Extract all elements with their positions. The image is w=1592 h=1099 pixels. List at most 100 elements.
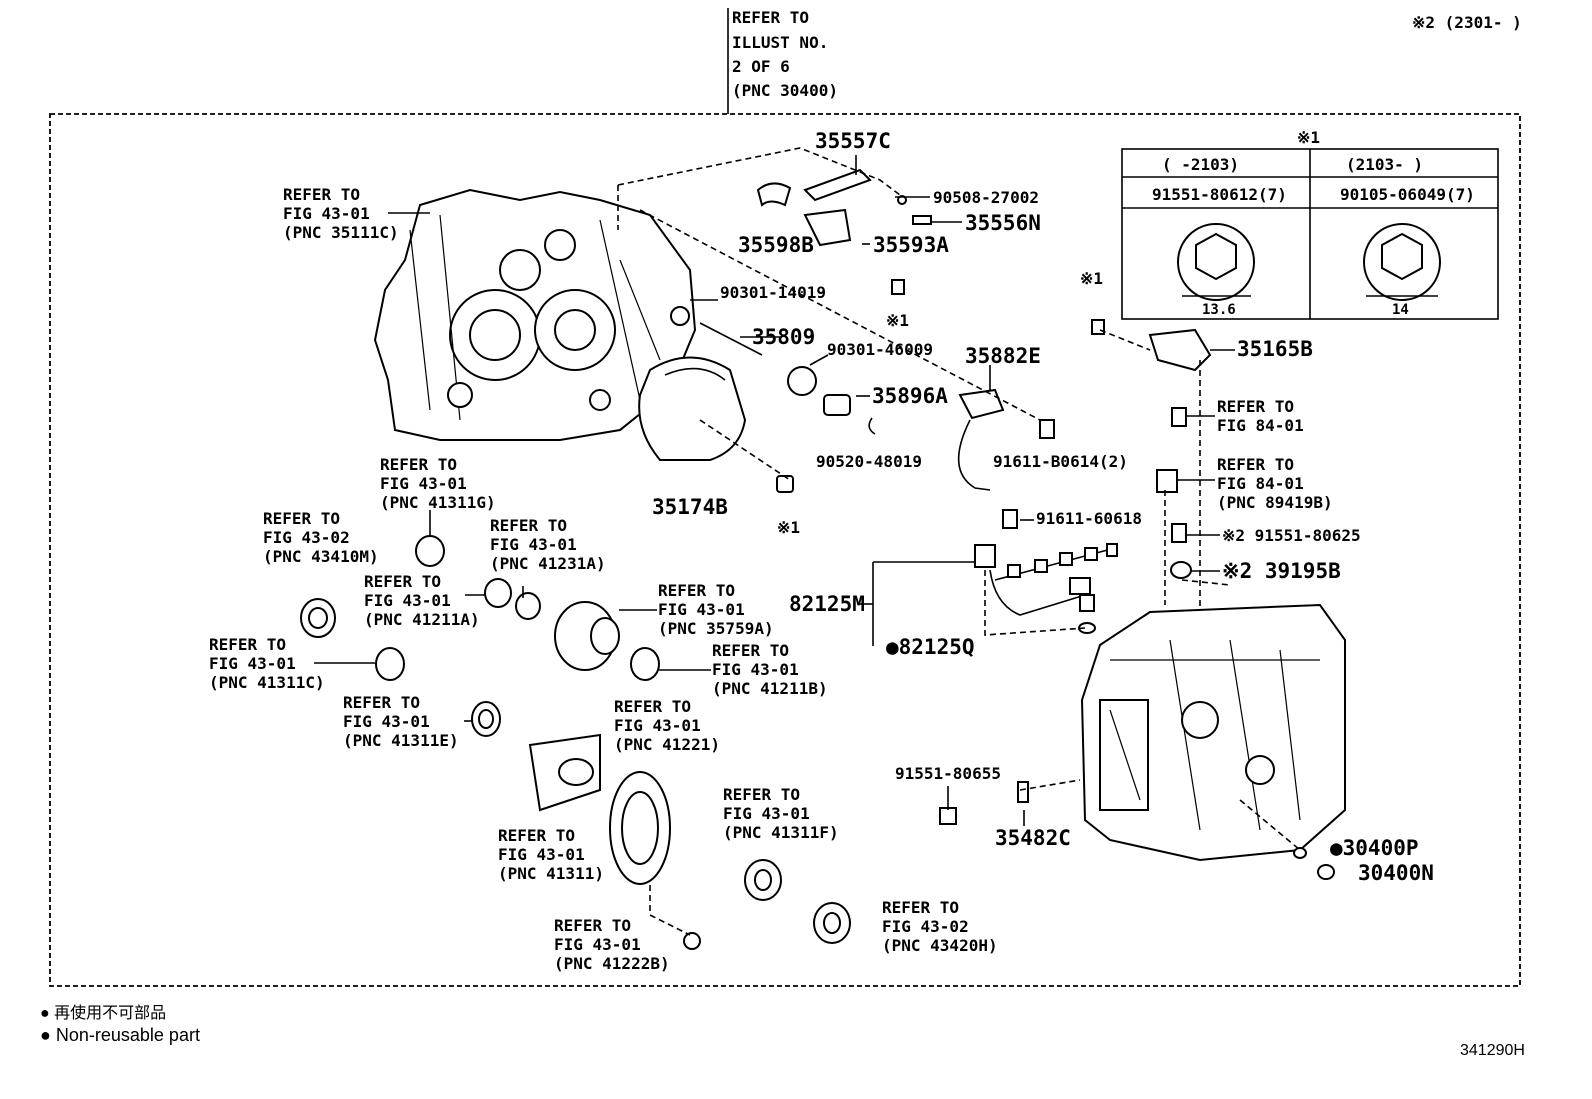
transmission-case-housing <box>373 188 697 441</box>
parts-cluster-top <box>670 168 1055 529</box>
leader-lines <box>314 155 1235 826</box>
svg-text:FIG 43-01: FIG 43-01 <box>614 716 701 735</box>
note-x1-b: ※1 <box>777 518 800 537</box>
refer-35759A: REFER TO FIG 43-01 (PNC 35759A) <box>658 581 774 638</box>
svg-text:FIG 43-01: FIG 43-01 <box>554 935 641 954</box>
label-91551-80625: ※2 91551-80625 <box>1222 526 1361 545</box>
legend-en: ● Non-reusable part <box>40 1025 200 1045</box>
refer-89419B: REFER TO FIG 84-01 (PNC 89419B) <box>1217 455 1333 512</box>
svg-text:90105-06049(7): 90105-06049(7) <box>1340 185 1475 204</box>
svg-text:REFER TO: REFER TO <box>498 826 575 845</box>
label-30400N: 30400N <box>1358 861 1434 885</box>
cover-plate-35174B <box>638 356 747 461</box>
label-90301-46009: 90301-46009 <box>827 340 933 359</box>
svg-text:ILLUST NO.: ILLUST NO. <box>732 33 828 52</box>
label-39195B: ※2 39195B <box>1222 559 1341 583</box>
svg-text:FIG 43-01: FIG 43-01 <box>283 204 370 223</box>
svg-text:FIG 43-02: FIG 43-02 <box>263 528 350 547</box>
refer-blocks: REFER TO FIG 43-01 (PNC 35111C) REFER TO… <box>209 185 1333 973</box>
svg-text:REFER TO: REFER TO <box>209 635 286 654</box>
svg-text:FIG 43-02: FIG 43-02 <box>882 917 969 936</box>
refer-43420H: REFER TO FIG 43-02 (PNC 43420H) <box>882 898 998 955</box>
svg-text:14: 14 <box>1392 302 1409 318</box>
svg-text:FIG 84-01: FIG 84-01 <box>1217 474 1304 493</box>
note-x1-a: ※1 <box>886 311 909 330</box>
refer-41311G: REFER TO FIG 43-01 (PNC 41311G) <box>380 455 496 512</box>
svg-text:91551-80612(7): 91551-80612(7) <box>1152 185 1287 204</box>
svg-text:※1: ※1 <box>1297 128 1320 147</box>
top-right-note: ※2 (2301- ) <box>1412 13 1522 32</box>
top-refer-block: REFER TO ILLUST NO. 2 OF 6 (PNC 30400) <box>727 8 838 114</box>
svg-text:REFER TO: REFER TO <box>732 8 809 27</box>
svg-text:FIG 43-01: FIG 43-01 <box>364 591 451 610</box>
refer-41231A: REFER TO FIG 43-01 (PNC 41231A) <box>490 516 606 573</box>
svg-text:FIG 43-01: FIG 43-01 <box>658 600 745 619</box>
label-90520-48019: 90520-48019 <box>816 452 922 471</box>
svg-text:(PNC 35759A): (PNC 35759A) <box>658 619 774 638</box>
label-35482C: 35482C <box>995 826 1071 850</box>
svg-text:FIG 43-01: FIG 43-01 <box>723 804 810 823</box>
svg-text:(PNC 89419B): (PNC 89419B) <box>1217 493 1333 512</box>
label-82125M: 82125M <box>789 592 865 616</box>
svg-text:FIG 43-01: FIG 43-01 <box>490 535 577 554</box>
svg-text:REFER TO: REFER TO <box>364 572 441 591</box>
svg-text:(PNC 41311): (PNC 41311) <box>498 864 604 883</box>
svg-text:REFER TO: REFER TO <box>882 898 959 917</box>
svg-text:(PNC 30400): (PNC 30400) <box>732 81 838 100</box>
label-91611-60618: 91611-60618 <box>1036 509 1142 528</box>
refer-41221: REFER TO FIG 43-01 (PNC 41221) <box>614 697 720 754</box>
legend: ● 再使用不可部品 ● Non-reusable part <box>40 1004 200 1045</box>
svg-text:REFER TO: REFER TO <box>1217 455 1294 474</box>
label-35557C: 35557C <box>815 129 891 153</box>
svg-text:REFER TO: REFER TO <box>614 697 691 716</box>
dashed-guides <box>617 147 1301 936</box>
refer-84-01: REFER TO FIG 84-01 <box>1217 397 1304 435</box>
bearings-and-gears <box>300 535 851 950</box>
svg-text:FIG 43-01: FIG 43-01 <box>380 474 467 493</box>
label-35165B: 35165B <box>1237 337 1313 361</box>
svg-text:FIG 43-01: FIG 43-01 <box>498 845 585 864</box>
svg-text:REFER TO: REFER TO <box>490 516 567 535</box>
svg-text:FIG 43-01: FIG 43-01 <box>712 660 799 679</box>
variant-table: ※1 ( -2103) (2103- ) 91551-80612(7) 9010… <box>1121 128 1499 320</box>
svg-text:(PNC 41211A): (PNC 41211A) <box>364 610 480 629</box>
svg-text:(PNC 41311F): (PNC 41311F) <box>723 823 839 842</box>
svg-text:13.6: 13.6 <box>1202 302 1236 318</box>
callout-labels: 35557C 90508-27002 35556N 35598B 35593A … <box>652 129 1434 885</box>
label-35896A: 35896A <box>872 384 948 408</box>
part-35598B-shape <box>756 182 792 207</box>
refer-43410M: REFER TO FIG 43-02 (PNC 43410M) <box>263 509 379 566</box>
svg-text:REFER TO: REFER TO <box>1217 397 1294 416</box>
refer-41211B: REFER TO FIG 43-01 (PNC 41211B) <box>712 641 828 698</box>
svg-text:REFER TO: REFER TO <box>723 785 800 804</box>
refer-41311C: REFER TO FIG 43-01 (PNC 41311C) <box>209 635 325 692</box>
label-82125Q: ●82125Q <box>886 635 975 659</box>
label-35593A: 35593A <box>873 233 949 257</box>
svg-text:(PNC 43420H): (PNC 43420H) <box>882 936 998 955</box>
label-91611-B0614: 91611-B0614(2) <box>993 452 1128 471</box>
svg-text:(PNC 41311G): (PNC 41311G) <box>380 493 496 512</box>
label-35882E: 35882E <box>965 344 1041 368</box>
legend-jp: ● 再使用不可部品 <box>40 1004 166 1022</box>
svg-text:2 OF 6: 2 OF 6 <box>732 57 790 76</box>
svg-text:FIG 84-01: FIG 84-01 <box>1217 416 1304 435</box>
label-35598B: 35598B <box>738 233 814 257</box>
svg-text:(PNC 43410M): (PNC 43410M) <box>263 547 379 566</box>
transaxle-assembly <box>1080 603 1346 862</box>
diagram-frame <box>49 113 1521 987</box>
svg-text:REFER TO: REFER TO <box>554 916 631 935</box>
label-91551-80655: 91551-80655 <box>895 764 1001 783</box>
svg-text:FIG 43-01: FIG 43-01 <box>343 712 430 731</box>
svg-text:(PNC 41231A): (PNC 41231A) <box>490 554 606 573</box>
svg-text:REFER TO: REFER TO <box>658 581 735 600</box>
refer-35111C: REFER TO FIG 43-01 (PNC 35111C) <box>283 185 399 242</box>
svg-text:( -2103): ( -2103) <box>1162 155 1239 174</box>
refer-41311E: REFER TO FIG 43-01 (PNC 41311E) <box>343 693 459 750</box>
svg-text:(PNC 41311C): (PNC 41311C) <box>209 673 325 692</box>
note-x1-c: ※1 <box>1080 269 1103 288</box>
refer-41211A: REFER TO FIG 43-01 (PNC 41211A) <box>364 572 480 629</box>
svg-text:REFER TO: REFER TO <box>712 641 789 660</box>
svg-text:(PNC 41222B): (PNC 41222B) <box>554 954 670 973</box>
svg-text:REFER TO: REFER TO <box>343 693 420 712</box>
